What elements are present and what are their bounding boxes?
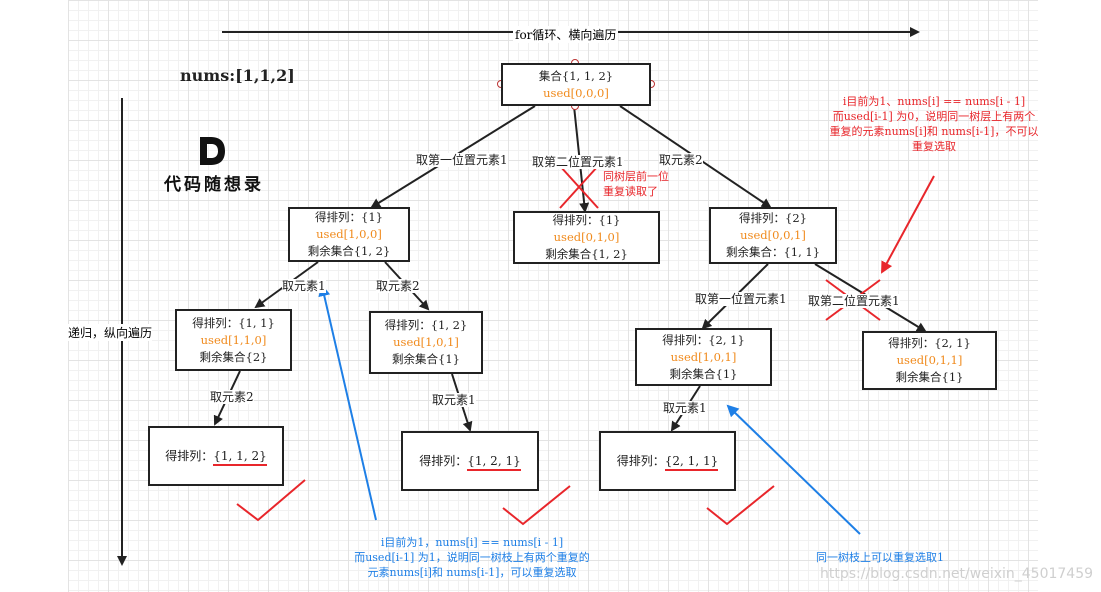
- tree-node-l2d: 得排列：{2, 1} used[0,1,1] 剩余集合{1}: [862, 331, 997, 390]
- node-rest: 剩余集合{1, 2}: [307, 244, 391, 258]
- cross-left-b: [559, 165, 599, 209]
- node-used: used[1,0,1]: [393, 335, 459, 349]
- edge-label: 取元素1: [663, 401, 707, 415]
- same-layer-dup-note: 同树层前一位 重复读取了: [603, 170, 669, 198]
- red-pointer-arrow: [881, 175, 935, 274]
- node-perm: 得排列：{1}: [552, 213, 621, 227]
- watermark: https://blog.csdn.net/weixin_45017459: [820, 566, 1094, 582]
- perm-underline: {1, 2, 1}: [467, 453, 521, 471]
- recursion-label: 递归，纵向遍历: [68, 324, 153, 341]
- checkmark-1: [236, 479, 306, 522]
- node-perm: 得排列：{2, 1}: [662, 332, 745, 347]
- node-used: used[0,1,0]: [553, 230, 620, 244]
- edge-label: 取第二位置元素1: [532, 155, 624, 169]
- edge-label: 取第二位置元素1: [808, 294, 900, 308]
- tree-leaf-f3: 得排列：{2, 1, 1}: [599, 431, 736, 491]
- tree-node-l2b: 得排列：{1, 2} used[1,0,1] 剩余集合{1}: [369, 311, 483, 374]
- node-perm: 得排列：{1, 2}: [384, 318, 468, 332]
- edge-label: 取元素2: [659, 153, 703, 167]
- node-used: used[1,0,0]: [316, 227, 382, 241]
- tree-node-l1a: 得排列：{1} used[1,0,0] 剩余集合{1, 2}: [288, 207, 410, 262]
- edge-label: 取元素1: [282, 279, 326, 293]
- node-rest: 剩余集合{1, 2}: [545, 247, 628, 261]
- checkmark-2: [502, 485, 571, 526]
- node-rest: 剩余集合{1}: [392, 352, 460, 366]
- node-used: used[1,1,0]: [200, 332, 267, 347]
- tree-node-l2a: 得排列：{1, 1} used[1,1,0] 剩余集合{2}: [175, 309, 292, 371]
- logo: 代码随想录: [160, 136, 280, 195]
- node-set: 集合{1, 1, 2}: [538, 68, 614, 83]
- node-rest: 剩余集合：{1, 1}: [725, 245, 821, 259]
- logo-mark-icon: [200, 137, 225, 165]
- node-rest: 剩余集合{1}: [669, 366, 738, 381]
- logo-text: 代码随想录: [164, 175, 264, 195]
- tree-leaf-f1: 得排列：{1, 1, 2}: [148, 426, 284, 486]
- node-used: used[1,0,1]: [670, 349, 737, 364]
- node-used: used[0,1,1]: [896, 353, 963, 367]
- edge-label: 取元素2: [376, 279, 420, 293]
- edge-label: 取第一位置元素1: [695, 292, 787, 306]
- node-rest: 剩余集合{1}: [895, 370, 964, 384]
- tree-node-l1b: 得排列：{1} used[0,1,0] 剩余集合{1, 2}: [513, 211, 660, 264]
- node-rest: 剩余集合{2}: [199, 349, 268, 364]
- node-used: used[0,0,0]: [543, 85, 609, 100]
- perm-underline: {2, 1, 1}: [664, 453, 719, 471]
- node-perm: 得排列：{2}: [739, 211, 807, 225]
- node-perm: 得排列：{1}: [315, 210, 383, 224]
- edge-label: 取元素2: [210, 390, 254, 404]
- perm-underline: {1, 1, 2}: [213, 448, 267, 466]
- checkmark-3: [706, 485, 775, 526]
- tree-node-l1c: 得排列：{2} used[0,0,1] 剩余集合：{1, 1}: [709, 207, 837, 264]
- tree-leaf-f2: 得排列：{1, 2, 1}: [401, 431, 539, 491]
- tree-node-l2c: 得排列：{2, 1} used[1,0,1] 剩余集合{1}: [635, 328, 772, 386]
- edge-label: 取第一位置元素1: [416, 153, 508, 167]
- node-used: used[0,0,1]: [740, 228, 806, 242]
- leaf-perm: 得排列：{2, 1, 1}: [617, 453, 719, 471]
- leaf-perm: 得排列：{1, 1, 2}: [165, 448, 267, 466]
- traverse-label: for循环、横向遍历: [513, 26, 619, 43]
- branch-note: 同一树枝上可以重复选取1: [816, 551, 944, 564]
- edge-label: 取元素1: [432, 393, 476, 407]
- node-perm: 得排列：{2, 1}: [888, 336, 971, 350]
- node-perm: 得排列：{1, 1}: [192, 315, 275, 330]
- tree-node-root: 集合{1, 1, 2} used[0,0,0]: [501, 63, 651, 106]
- leaf-perm: 得排列：{1, 2, 1}: [419, 453, 521, 471]
- blue-explain-note: i目前为1，nums[i] == nums[i - 1] 而used[i-1] …: [354, 536, 590, 579]
- blue-pointer-arrow-right: [726, 404, 861, 535]
- nums-label: nums:[1,1,2]: [180, 66, 295, 85]
- red-explain-note: i目前为1、nums[i] == nums[i - 1] 而used[i-1] …: [829, 95, 1039, 153]
- blue-pointer-arrow-left: [318, 284, 377, 521]
